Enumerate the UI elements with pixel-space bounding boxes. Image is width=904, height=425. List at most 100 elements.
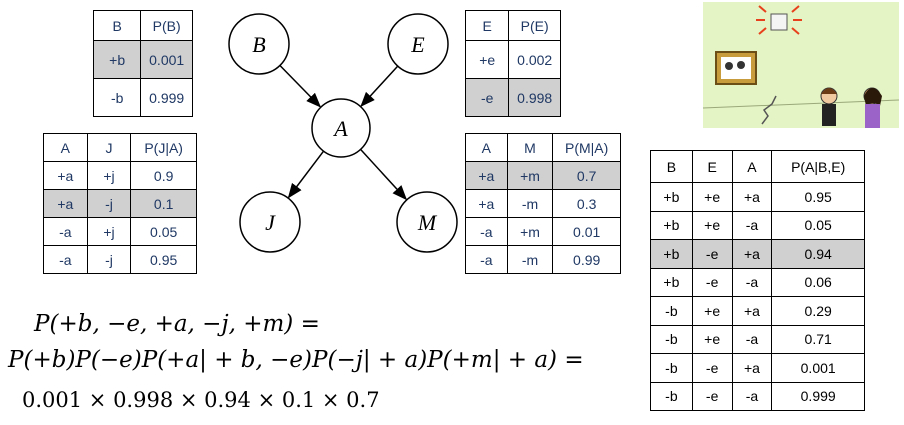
table-cell: +j — [86, 161, 132, 190]
table-header-cell: A — [43, 133, 88, 162]
table-cell: 0.06 — [771, 267, 865, 297]
table-cell: +b — [650, 239, 693, 269]
joint-probability-equation-line3: 0.001 × 0.998 × 0.94 × 0.1 × 0.7 — [22, 388, 380, 412]
table-cell: 0.999 — [771, 381, 865, 411]
table-header-cell: P(E) — [508, 10, 561, 41]
table-cell: +e — [691, 324, 733, 354]
table-cell: -e — [691, 239, 733, 269]
table-cell: +a — [731, 296, 773, 326]
table-cell: -b — [650, 381, 693, 411]
node-e — [387, 13, 449, 75]
table-cell: 0.95 — [130, 245, 197, 274]
table-cell: 0.002 — [508, 40, 561, 79]
table-cell: +a — [465, 161, 508, 190]
table-header-cell: B — [650, 150, 693, 183]
table-cell: +b — [650, 267, 693, 297]
table-cell: -a — [731, 267, 773, 297]
table-cell: +a — [731, 353, 773, 383]
table-cell: 0.95 — [771, 182, 865, 212]
table-cell: +b — [650, 210, 693, 240]
table-cell: 0.998 — [508, 78, 561, 117]
node-label-a: A — [332, 116, 348, 141]
table-cell: 0.05 — [771, 210, 865, 240]
table-cell: +b — [650, 182, 693, 212]
table-cell: -m — [506, 245, 554, 274]
table-cell: 0.1 — [130, 189, 197, 218]
table-header-cell: E — [464, 10, 510, 41]
edge-b-to-a — [279, 64, 322, 108]
table-header-cell: A — [731, 150, 773, 183]
table-cell: -a — [43, 217, 88, 246]
table-cell: +m — [506, 161, 554, 190]
table-cell: -b — [650, 296, 693, 326]
table-cell: -a — [731, 210, 773, 240]
table-cell: -b — [650, 353, 693, 383]
joint-probability-equation-line1: P(+b, −e, +a, −j, +m) = — [34, 311, 320, 337]
edge-a-to-m — [360, 148, 408, 201]
table-cell: -e — [691, 381, 733, 411]
edge-a-to-j — [287, 150, 325, 199]
table-cell: -a — [465, 245, 508, 274]
table-cell: 0.01 — [552, 217, 621, 246]
table-cell: +e — [464, 40, 510, 79]
alarm-scene-illustration — [702, 2, 900, 128]
node-label-m: M — [417, 210, 438, 235]
table-header-cell: J — [86, 133, 132, 162]
table-cell: -a — [731, 381, 773, 411]
table-cell: -a — [43, 245, 88, 274]
table-cell: +b — [92, 40, 142, 79]
table-cell: +a — [43, 189, 88, 218]
woman-icon — [863, 87, 882, 128]
table-cell: -j — [86, 245, 132, 274]
table-cell: -e — [691, 353, 733, 383]
table-cell: 0.3 — [552, 189, 621, 218]
node-m — [396, 191, 458, 253]
table-cell: -a — [731, 324, 773, 354]
node-label-e: E — [410, 32, 425, 57]
node-label-b: B — [252, 32, 265, 57]
joint-probability-equation-line2: P(+b)P(−e)P(+a| + b, −e)P(−j| + a)P(+m| … — [8, 347, 584, 373]
table-cell: 0.001 — [140, 40, 193, 79]
table-cell: -e — [464, 78, 510, 117]
table-cell: +a — [731, 239, 773, 269]
node-label-j: J — [265, 210, 276, 235]
edge-e-to-a — [360, 65, 399, 107]
table-cell: +a — [43, 161, 88, 190]
table-cell: 0.29 — [771, 296, 865, 326]
table-header-cell: P(J|A) — [130, 133, 197, 162]
table-cell: 0.71 — [771, 324, 865, 354]
table-cell: 0.05 — [130, 217, 197, 246]
table-cell: -a — [465, 217, 508, 246]
table-cell: +m — [506, 217, 554, 246]
table-cell: +e — [691, 210, 733, 240]
table-header-cell: M — [506, 133, 554, 162]
table-cell: -b — [92, 78, 142, 117]
table-header-cell: P(M|A) — [552, 133, 621, 162]
table-cell: +e — [691, 182, 733, 212]
